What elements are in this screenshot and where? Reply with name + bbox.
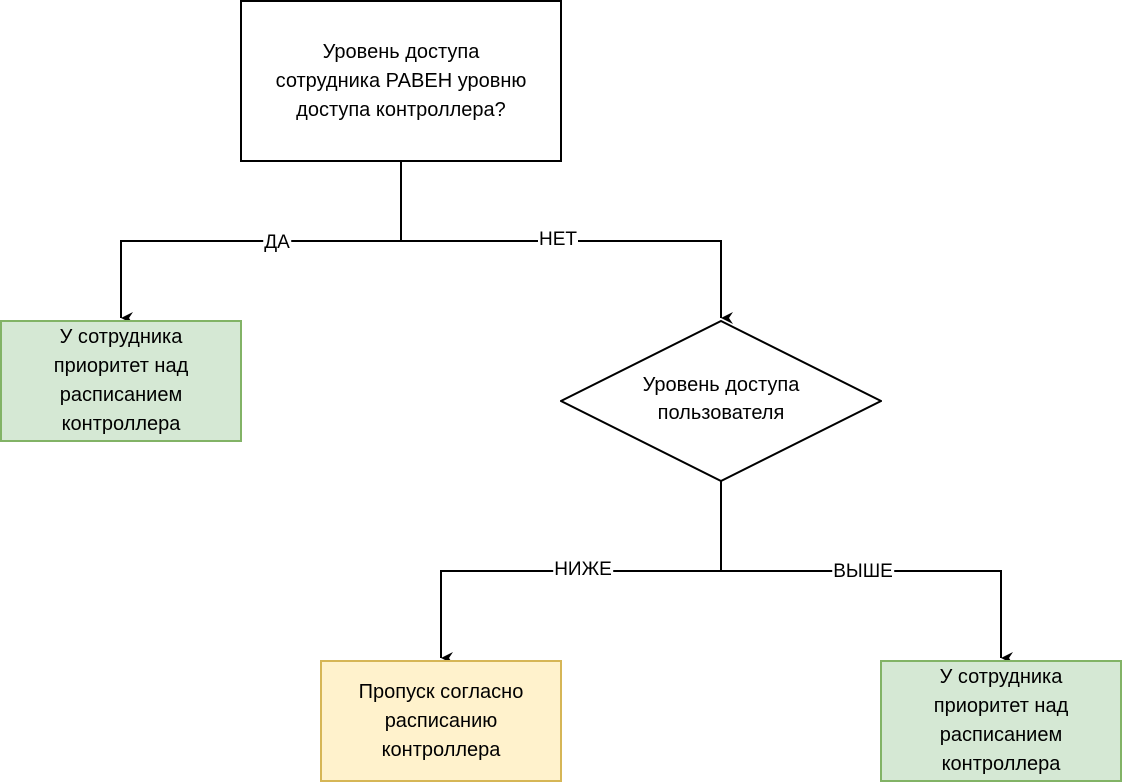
edge-no [401,240,733,324]
result-lower-text: Пропуск согласно расписанию контроллера [358,680,524,761]
diamond-shape [558,319,884,483]
result-yes-text: У сотрудника приоритет над расписанием к… [53,326,189,435]
result-higher-text: У сотрудника приоритет над расписанием к… [933,666,1069,775]
edge-label-yes: ДА [263,232,291,253]
decision-equal-box[interactable]: Уровень доступа сотрудника РАВЕН уровню … [240,0,562,162]
decision-level-text: Уровень доступа пользователя [642,374,800,424]
result-yes-box[interactable]: У сотрудника приоритет над расписанием к… [0,320,242,442]
decision-level-diamond[interactable]: Уровень доступа пользователя [558,319,884,483]
edge-label-no: НЕТ [538,229,578,250]
result-higher-box[interactable]: У сотрудника приоритет над расписанием к… [880,660,1122,782]
edge-higher [721,570,1013,664]
decision-equal-text: Уровень доступа сотрудника РАВЕН уровню … [275,40,527,121]
edge-label-lower: НИЖЕ [553,559,613,580]
edge-yes [120,161,402,324]
edge-label-higher: ВЫШЕ [832,561,894,582]
result-lower-box[interactable]: Пропуск согласно расписанию контроллера [320,660,562,782]
